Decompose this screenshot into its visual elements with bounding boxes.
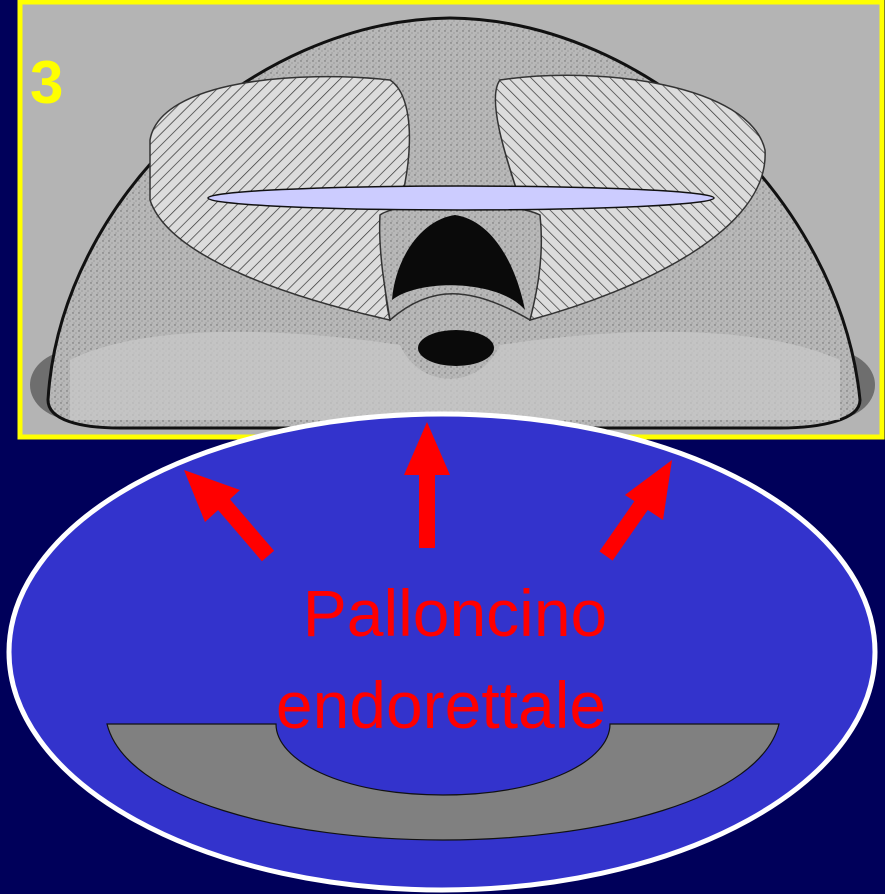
panel-number: 3	[30, 49, 63, 116]
lumen-ellipse	[208, 186, 714, 210]
endorectal-balloon: Palloncino endorettale	[9, 414, 875, 890]
balloon-label-line2: endorettale	[276, 668, 606, 742]
anatomy-panel: 3	[20, 2, 882, 437]
rectal-lumen	[418, 330, 494, 366]
balloon-label-line1: Palloncino	[303, 576, 608, 650]
